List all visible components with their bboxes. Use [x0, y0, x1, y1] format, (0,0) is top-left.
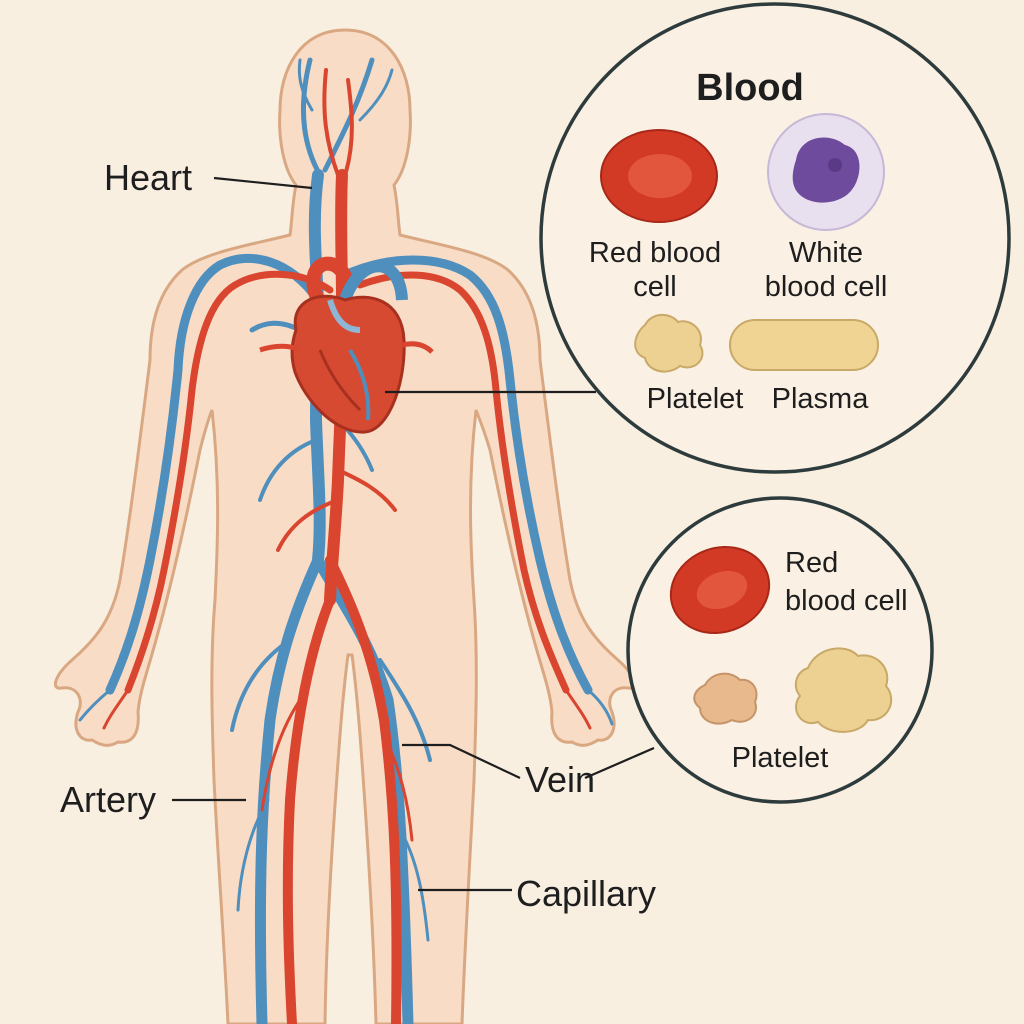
platelet-illustration	[634, 313, 704, 373]
zoom-red-blood-cell-label-line1: Red	[785, 547, 838, 579]
zoom-red-blood-cell-illustration	[669, 545, 771, 635]
leader-vein	[402, 743, 521, 779]
white-blood-cell-illustration	[767, 113, 885, 231]
zoom-red-blood-cell-label-line2: blood cell	[785, 585, 908, 617]
red-blood-cell-illustration	[600, 129, 718, 223]
red-blood-cell-label-line2: cell	[633, 271, 677, 303]
heart-organ	[259, 256, 434, 434]
arteries	[102, 68, 592, 1024]
label-capillary: Capillary	[516, 873, 656, 914]
white-blood-cell-label-line1: White	[789, 237, 863, 269]
label-artery: Artery	[60, 779, 156, 820]
platelet-label: Platelet	[647, 383, 744, 415]
red-blood-cell-label-line1: Red blood	[589, 237, 721, 269]
zoom-platelet-small-illustration	[693, 672, 758, 725]
zoom-platelet-label: Platelet	[732, 742, 829, 774]
blood-panel: Blood Red blood cell White blood cell Pl…	[539, 2, 1011, 474]
blood-panel-title: Blood	[696, 67, 804, 109]
leader-zoom-panel	[584, 746, 655, 780]
plasma-label: Plasma	[772, 383, 870, 415]
leader-lines	[172, 176, 655, 892]
zoom-platelet-large-illustration	[794, 647, 893, 733]
label-heart: Heart	[104, 157, 192, 198]
white-blood-cell-label-line2: blood cell	[765, 271, 888, 303]
plasma-illustration	[729, 319, 879, 371]
label-vein: Vein	[525, 759, 595, 800]
zoom-panel: Red blood cell Platelet	[626, 496, 934, 804]
leader-heart	[213, 176, 313, 190]
